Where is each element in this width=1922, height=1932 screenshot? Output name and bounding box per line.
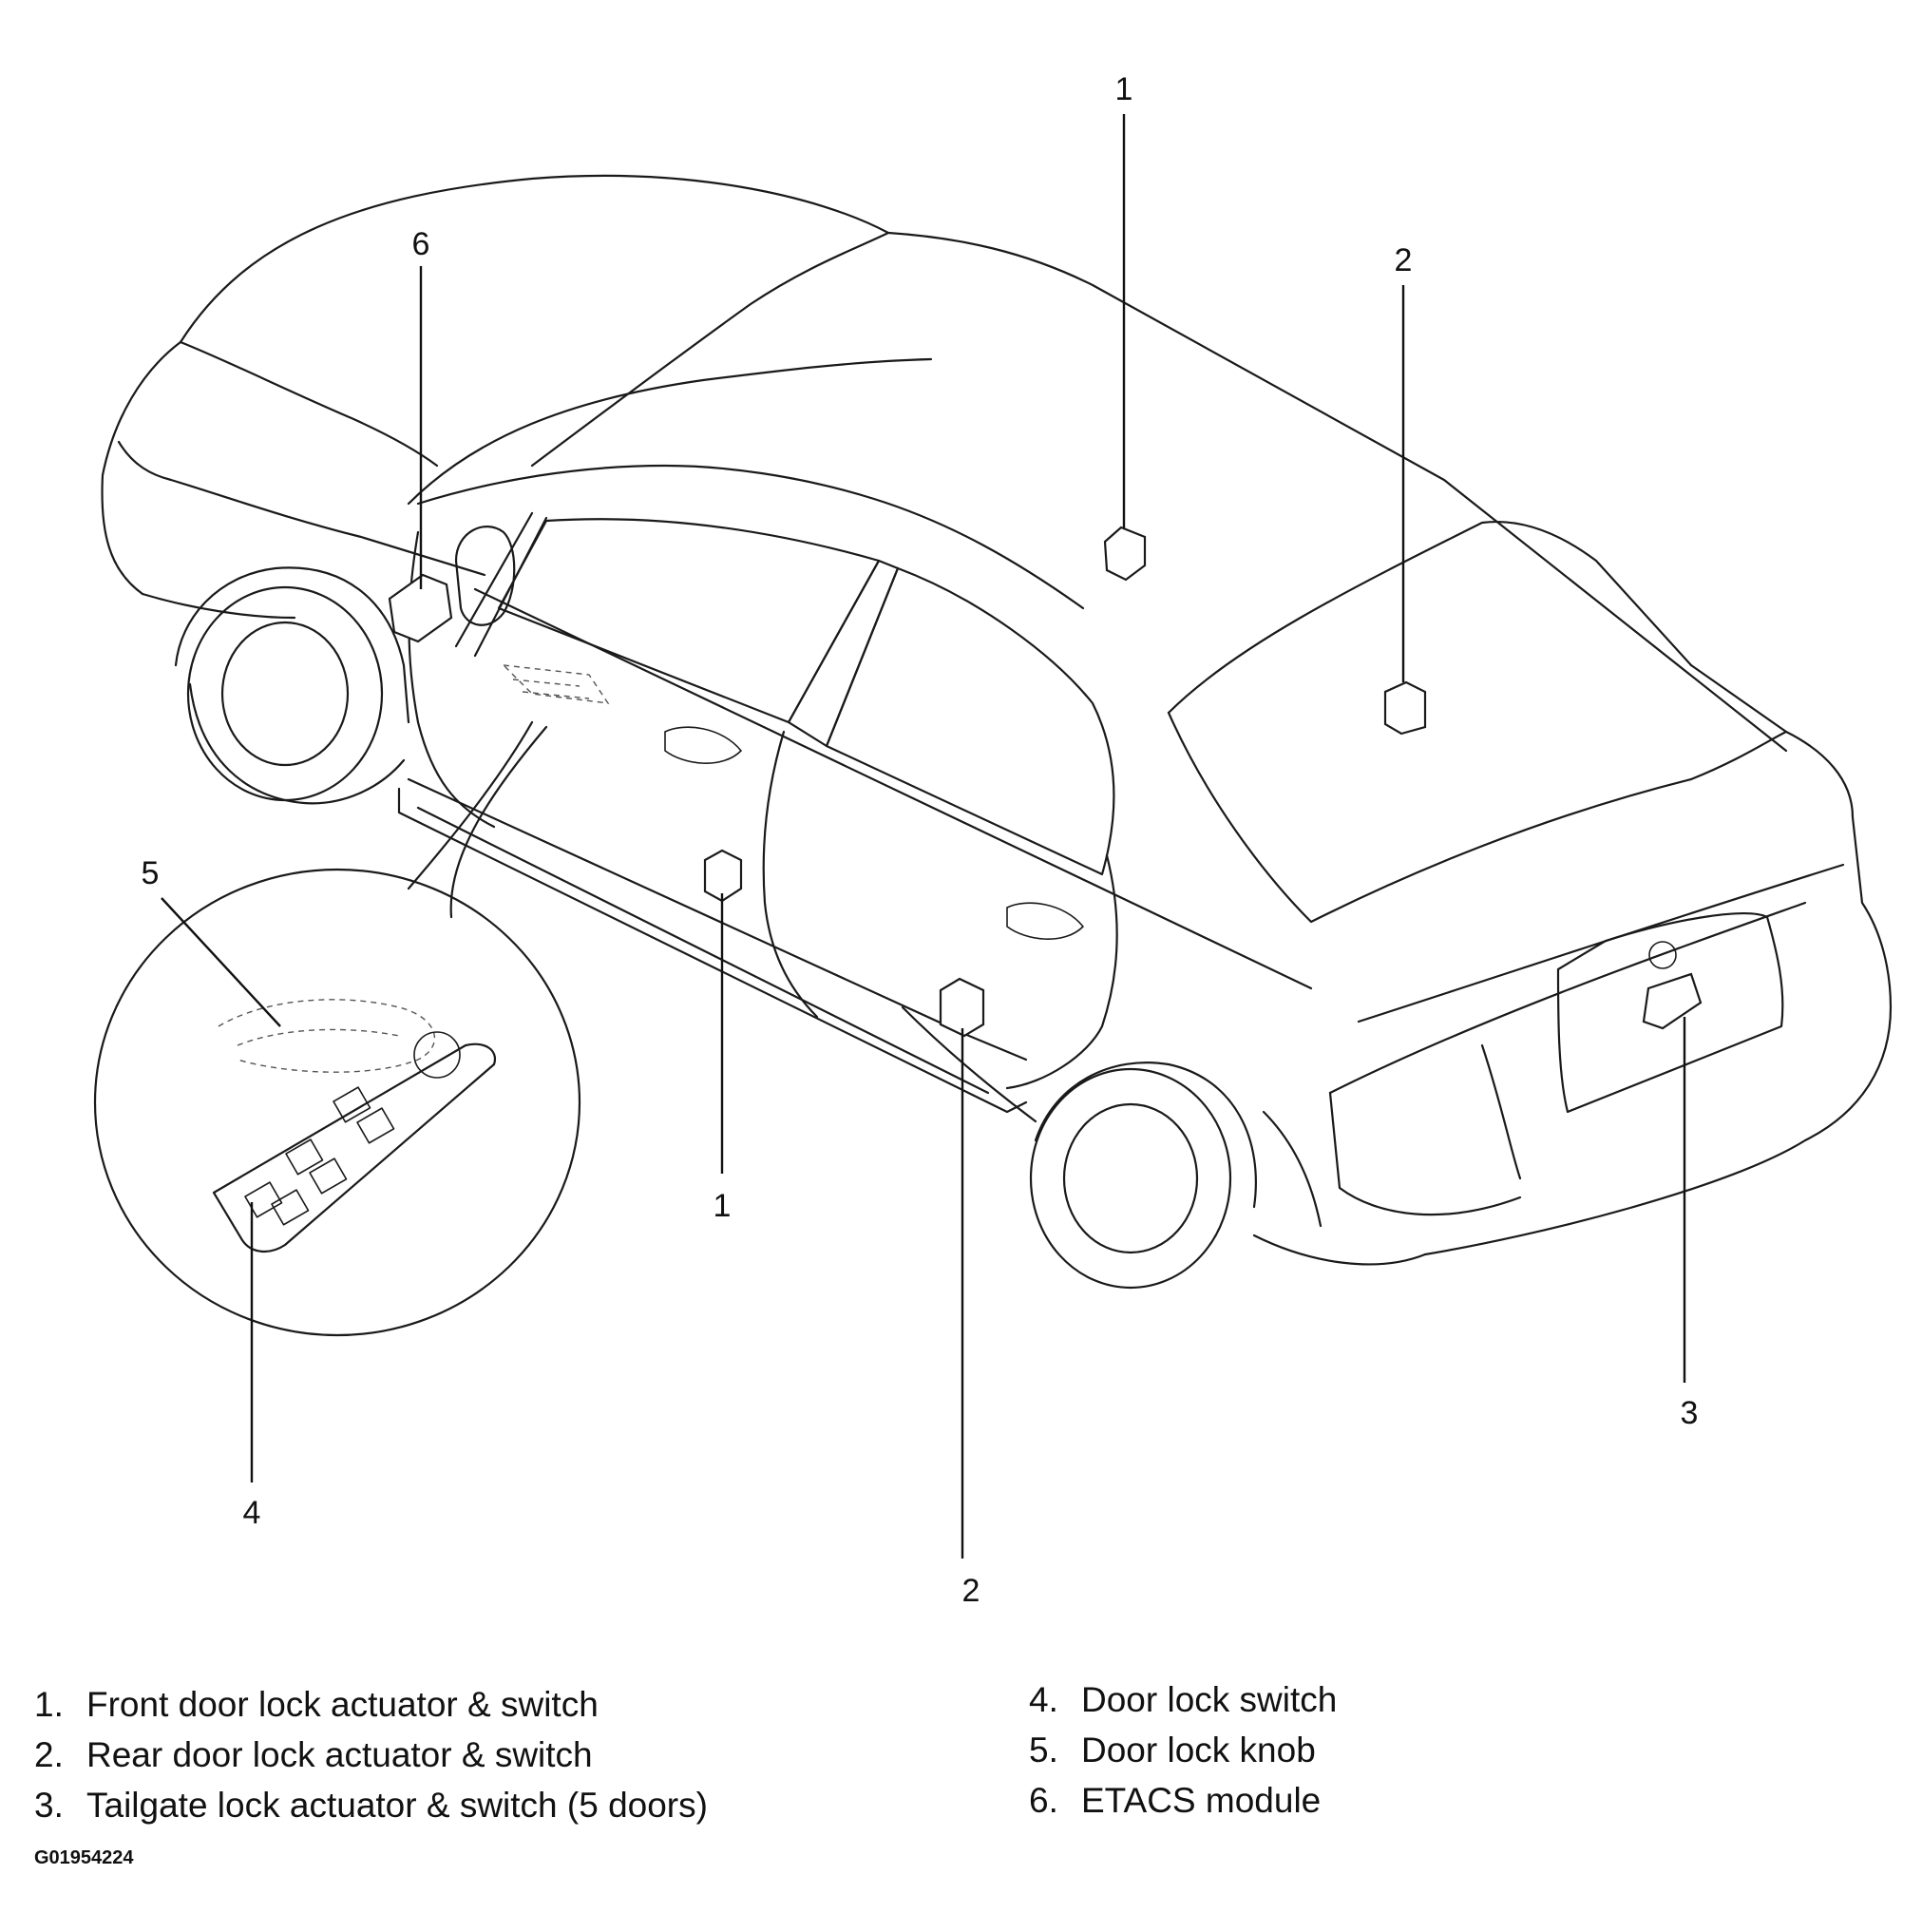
legend-label: Door lock knob — [1081, 1731, 1316, 1769]
callout-3: 3 — [1681, 1395, 1699, 1431]
callout-2-bottom: 2 — [962, 1573, 980, 1609]
callout-2-top: 2 — [1395, 242, 1413, 278]
door-lock-knob-icon — [218, 999, 436, 1073]
door-lock-switch-panel-icon — [212, 1031, 497, 1253]
legend-number: 1. — [34, 1685, 64, 1724]
callout-6: 6 — [412, 226, 430, 262]
callout-5: 5 — [142, 855, 160, 891]
legend-item: 1. Front door lock actuator & switch — [34, 1679, 708, 1730]
legend-number: 5. — [1029, 1731, 1058, 1769]
legend-number: 2. — [34, 1735, 64, 1774]
legend-item: 6. ETACS module — [1029, 1775, 1337, 1826]
legend-right: 4. Door lock switch 5. Door lock knob 6.… — [1029, 1674, 1337, 1826]
legend-number: 6. — [1029, 1781, 1058, 1820]
legend-number: 4. — [1029, 1680, 1058, 1719]
detail-magnifier — [93, 720, 581, 1337]
legend-label: Front door lock actuator & switch — [86, 1685, 599, 1724]
callout-1-bottom: 1 — [714, 1188, 732, 1224]
tailgate-actuator-marker — [1642, 972, 1703, 1030]
legend-label: Tailgate lock actuator & switch (5 doors… — [86, 1786, 708, 1825]
etacs-module-marker — [388, 573, 453, 643]
legend-label: Door lock switch — [1081, 1680, 1338, 1719]
callout-4: 4 — [243, 1495, 261, 1531]
rear-door-actuator-marker-top — [1383, 680, 1427, 736]
leader-lines — [161, 114, 1686, 1559]
legend-item: 2. Rear door lock actuator & switch — [34, 1730, 708, 1780]
component-markers — [388, 526, 1703, 1038]
figure-code: G01954224 — [34, 1847, 134, 1868]
callout-1-top: 1 — [1115, 71, 1133, 107]
legend-item: 4. Door lock switch — [1029, 1674, 1337, 1725]
rear-door-actuator-marker — [939, 977, 985, 1038]
door-switch-panel — [502, 664, 610, 704]
legend-item: 5. Door lock knob — [1029, 1725, 1337, 1775]
legend-label: ETACS module — [1081, 1781, 1322, 1820]
legend-item: 3. Tailgate lock actuator & switch (5 do… — [34, 1780, 708, 1830]
car-outline — [101, 174, 1893, 1290]
legend-label: Rear door lock actuator & switch — [86, 1735, 593, 1774]
callout-numbers: 1 1 2 2 3 4 5 6 — [142, 71, 1699, 1609]
front-door-actuator-marker-top — [1103, 526, 1147, 582]
legend-number: 3. — [34, 1786, 64, 1825]
legend-left: 1. Front door lock actuator & switch 2. … — [34, 1679, 708, 1830]
